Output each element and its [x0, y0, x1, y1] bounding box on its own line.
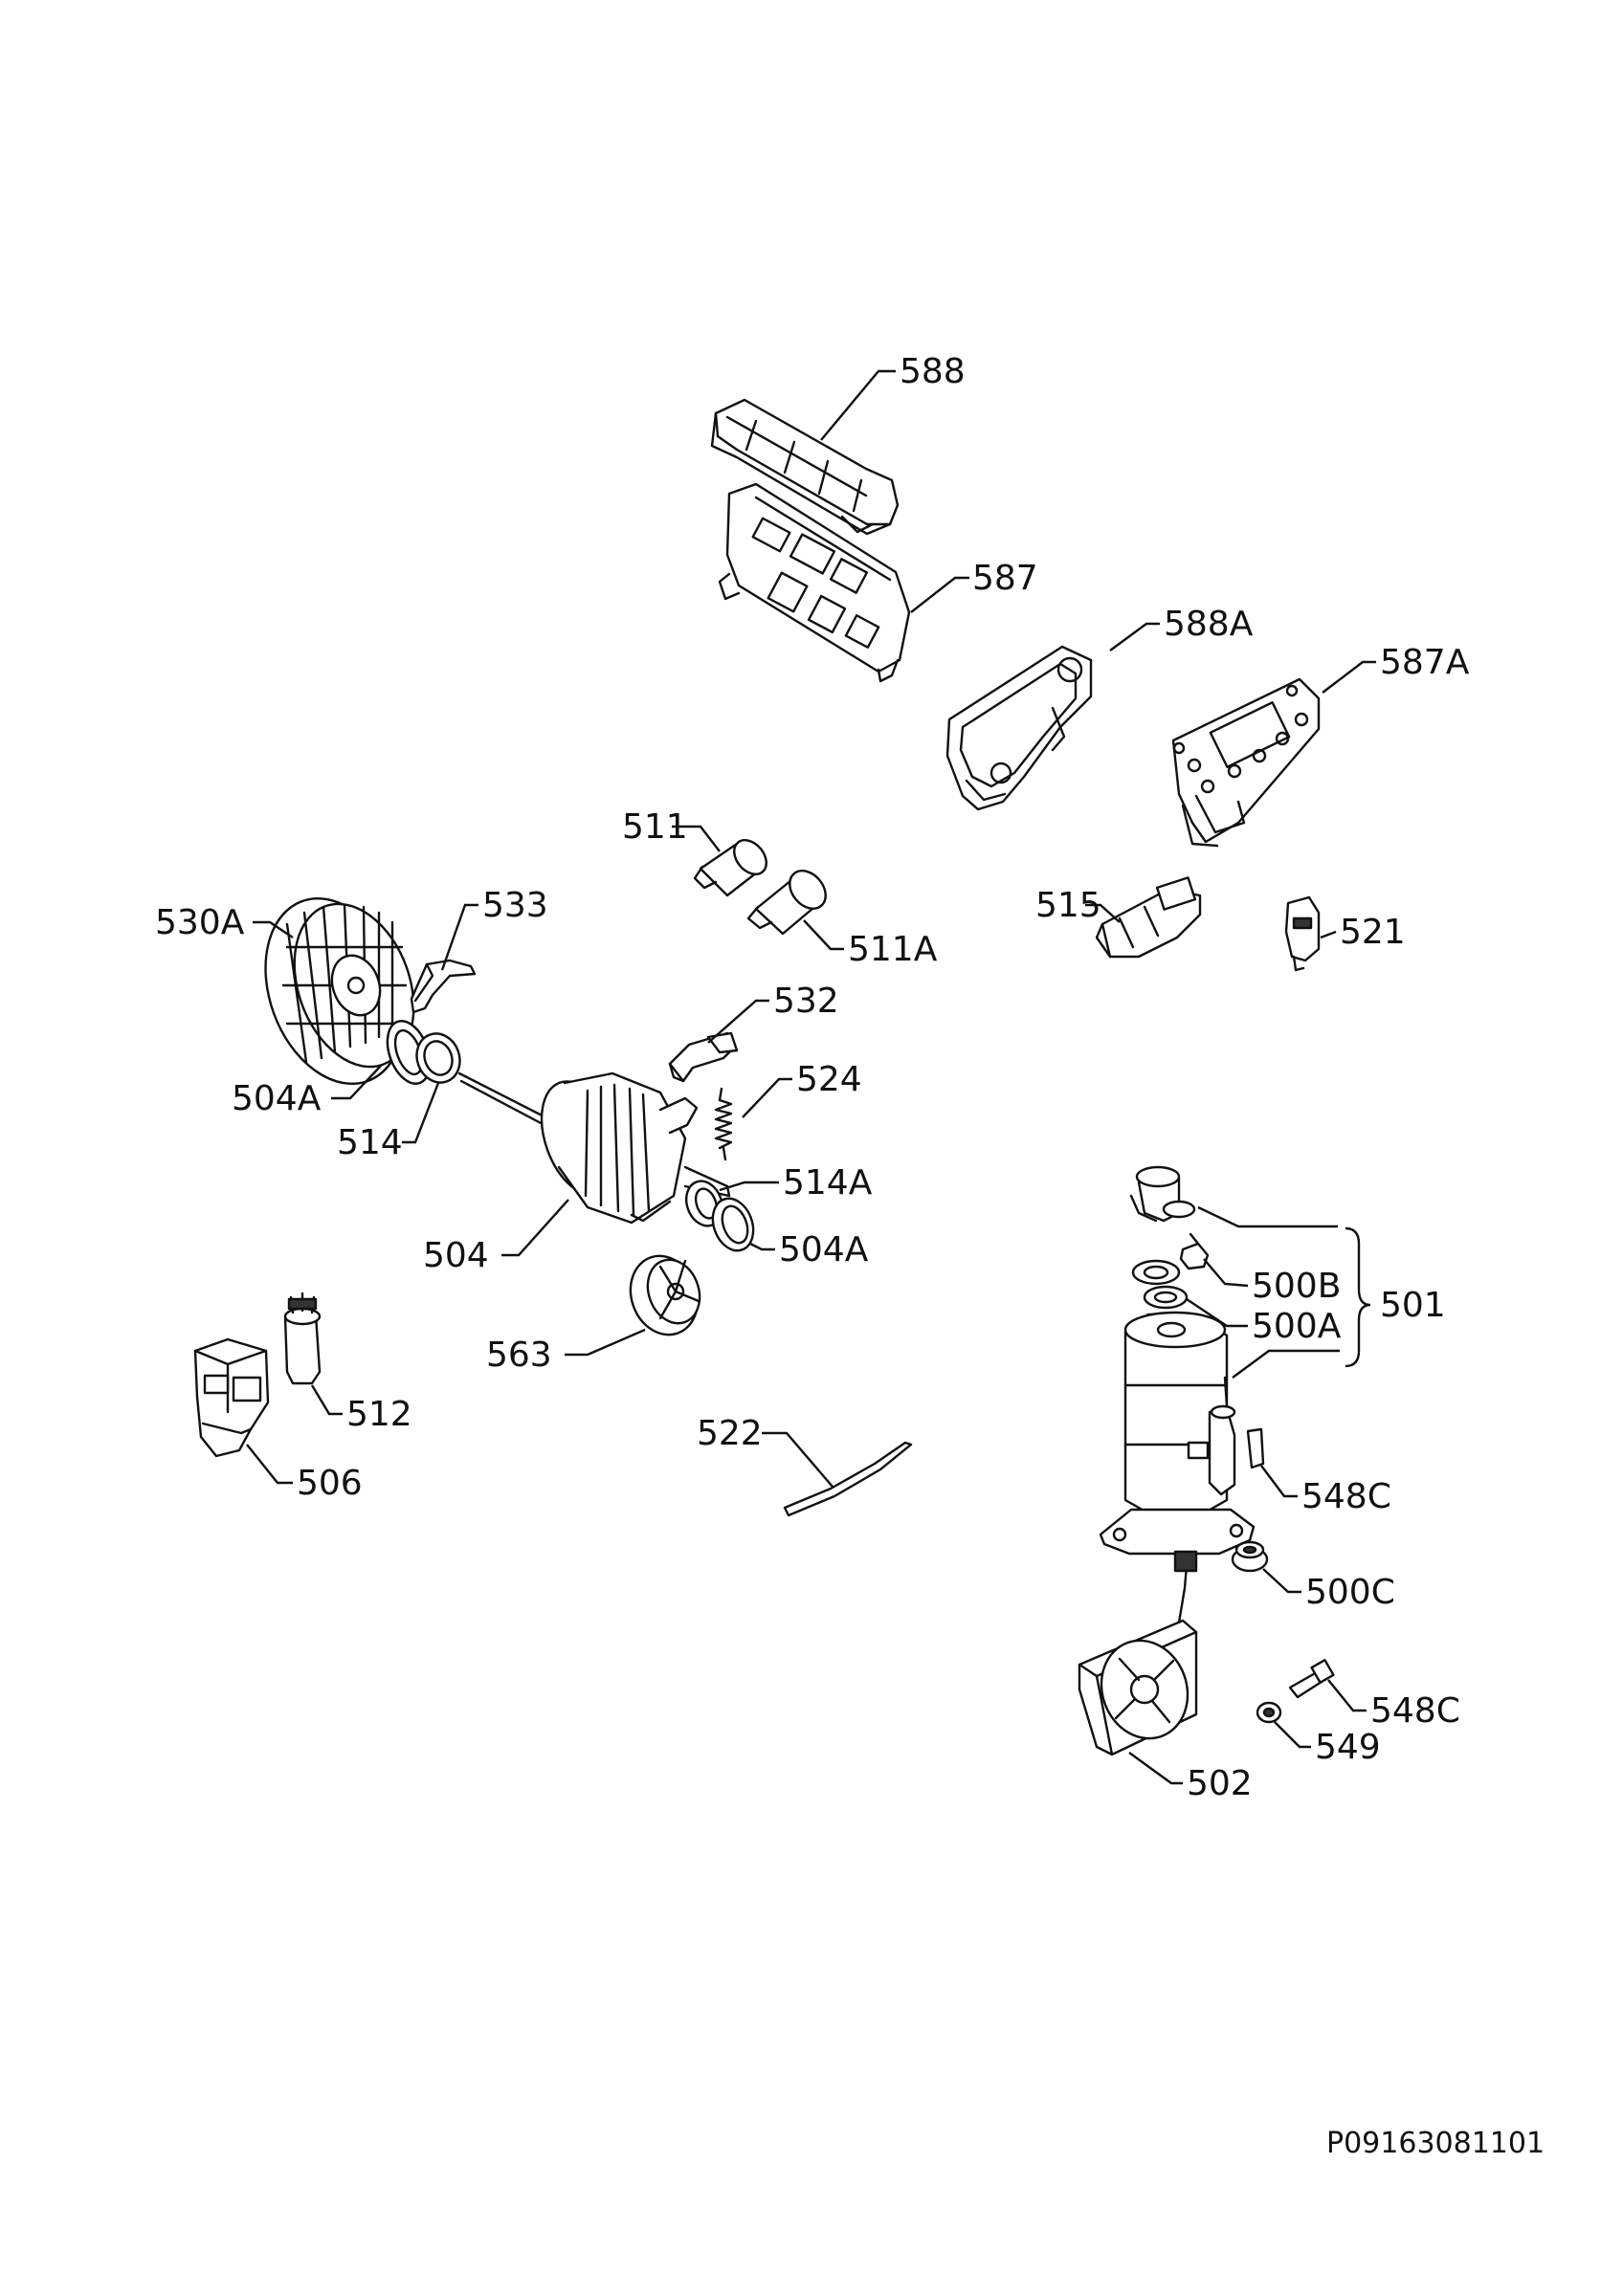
label-500C: 500C: [1305, 1573, 1395, 1612]
label-533: 533: [482, 886, 548, 925]
leader-502: [1128, 1752, 1183, 1785]
leader-501-compressor: [1232, 1349, 1340, 1379]
leader-524: [742, 1077, 792, 1118]
label-521: 521: [1340, 913, 1406, 952]
part-521-clip: [1284, 895, 1321, 972]
part-588-board-cover: [710, 398, 900, 536]
part-587A-display-board: [1171, 677, 1321, 848]
leader-532: [707, 999, 769, 1044]
label-506: 506: [297, 1464, 363, 1503]
part-511A-capacitor: [746, 870, 827, 936]
label-515: 515: [1035, 886, 1101, 925]
label-504A-right: 504A: [779, 1230, 869, 1269]
label-511A: 511A: [848, 930, 938, 969]
label-501: 501: [1380, 1286, 1446, 1325]
label-587A: 587A: [1380, 643, 1470, 682]
document-id: P09163081101: [1326, 2127, 1545, 2160]
label-530A: 530A: [155, 903, 245, 942]
leader-511A: [803, 919, 844, 951]
label-587: 587: [972, 559, 1038, 598]
bracket-501: [1345, 1226, 1371, 1368]
part-522-strip: [783, 1441, 913, 1517]
leader-500B-label: [1203, 1258, 1249, 1288]
leader-533: [440, 903, 478, 971]
leader-530A: [253, 920, 294, 938]
label-548C-bottom: 548C: [1370, 1691, 1460, 1731]
part-548C-fitting: [1288, 1659, 1335, 1699]
leader-504A-right: [749, 1242, 775, 1251]
label-504A-left: 504A: [232, 1079, 322, 1118]
label-502: 502: [1187, 1764, 1253, 1803]
part-532-cover: [668, 1031, 739, 1083]
part-511-capacitor: [693, 839, 767, 897]
part-549-plug: [1256, 1701, 1282, 1724]
leader-521: [1320, 930, 1337, 939]
leader-504: [501, 1199, 569, 1257]
part-524-spring: [714, 1087, 733, 1161]
part-512-capacitor: [283, 1292, 322, 1385]
leader-514A: [719, 1181, 779, 1192]
leader-548C-top: [1260, 1465, 1298, 1498]
leader-514: [402, 1082, 440, 1144]
leader-512: [310, 1384, 343, 1416]
part-533-bracket: [410, 959, 477, 1014]
leader-563: [565, 1328, 646, 1357]
leader-506: [246, 1444, 293, 1485]
label-500B: 500B: [1252, 1267, 1341, 1306]
part-502-cooling-fan: [1078, 1550, 1198, 1756]
part-500C-grommet: [1231, 1540, 1269, 1573]
part-588A-display-frame: [945, 645, 1093, 811]
part-compressor-body: [1099, 1311, 1265, 1556]
leader-511: [672, 825, 721, 852]
leader-500B: [1197, 1205, 1338, 1228]
label-514: 514: [337, 1123, 403, 1162]
part-504A-ring-right: [711, 1197, 755, 1252]
leader-549: [1274, 1721, 1311, 1749]
label-532: 532: [773, 982, 839, 1021]
leader-500A: [1186, 1298, 1248, 1328]
leader-588A: [1109, 622, 1160, 651]
label-514A: 514A: [783, 1163, 873, 1203]
label-512: 512: [346, 1395, 412, 1434]
part-500B-valve-top: [1129, 1165, 1210, 1270]
part-530A-fan-wheel: [264, 896, 415, 1086]
label-563: 563: [486, 1336, 552, 1375]
leader-500C: [1262, 1568, 1301, 1594]
label-500A: 500A: [1252, 1307, 1342, 1346]
leader-587A: [1322, 660, 1376, 694]
label-548C-top: 548C: [1301, 1477, 1391, 1516]
label-588A: 588A: [1164, 605, 1254, 644]
label-549: 549: [1315, 1728, 1381, 1767]
part-563-pulley: [629, 1254, 701, 1336]
label-588: 588: [900, 352, 966, 391]
leader-587: [910, 576, 969, 613]
part-514-ring-left: [415, 1032, 461, 1084]
part-500A-washer: [1131, 1259, 1189, 1310]
part-504-motor: [457, 1071, 731, 1225]
label-524: 524: [796, 1060, 862, 1099]
label-522: 522: [697, 1414, 763, 1453]
part-587-electronic-board: [718, 482, 911, 683]
leader-515: [1085, 903, 1121, 923]
leader-548C-bottom: [1327, 1679, 1367, 1712]
part-515-switch: [1095, 876, 1202, 959]
leader-588: [820, 369, 896, 441]
label-511: 511: [622, 807, 688, 847]
label-504: 504: [423, 1236, 489, 1275]
leader-504A-left: [331, 1065, 382, 1100]
leader-522: [762, 1431, 834, 1488]
part-506-housing: [193, 1337, 270, 1458]
